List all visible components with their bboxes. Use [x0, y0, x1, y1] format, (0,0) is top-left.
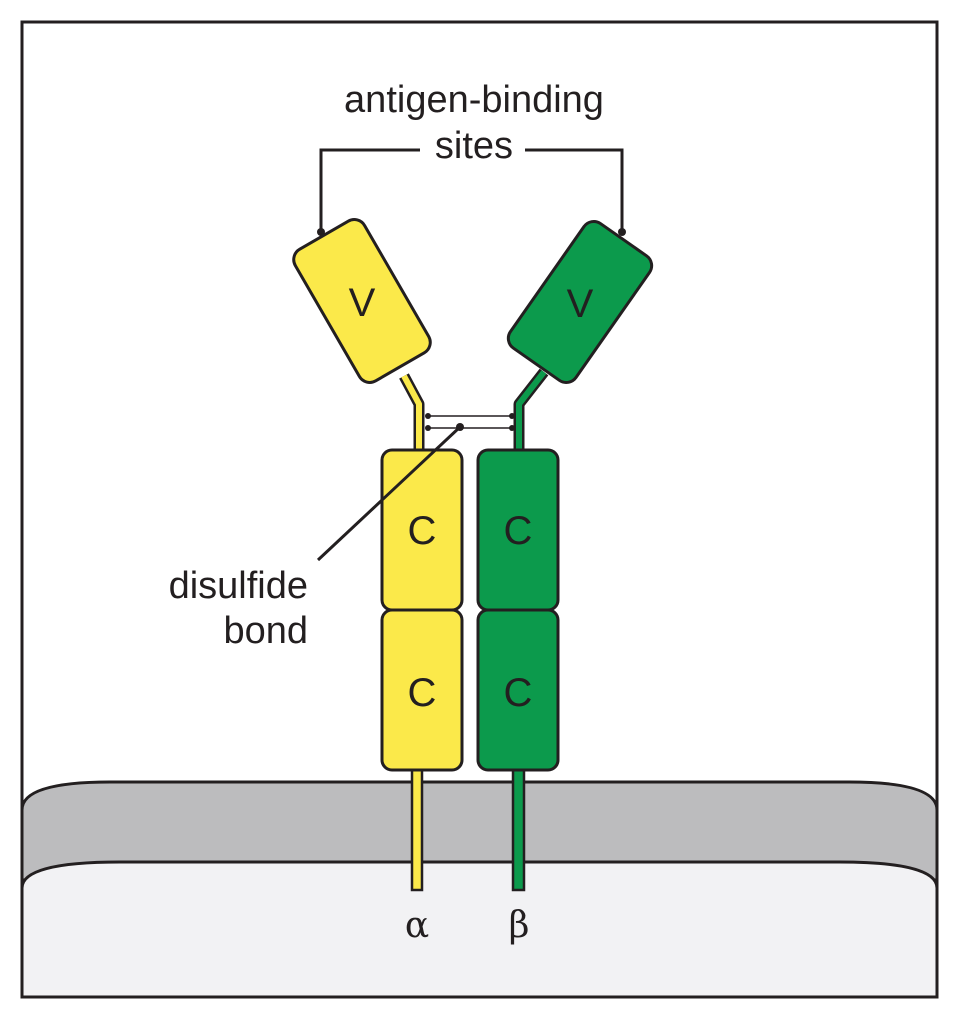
disulfide-dot	[425, 413, 431, 419]
disulfide-leader-line	[316, 425, 462, 562]
antigen-binding-bracket	[319, 148, 624, 232]
alpha-c2-domain	[380, 608, 464, 772]
frame-border	[20, 20, 939, 999]
antigen-binding-label-line1: antigen-binding	[344, 79, 604, 121]
cytoplasm	[20, 860, 939, 999]
disulfide-dot	[509, 425, 515, 431]
beta-c2-domain	[476, 608, 560, 772]
beta-transmembrane-tail	[511, 764, 526, 892]
beta-hinge	[516, 370, 547, 454]
beta-c2-label: C	[504, 671, 533, 715]
disulfide-dot	[509, 413, 515, 419]
alpha-v-domain	[292, 218, 432, 384]
alpha-v-label: V	[349, 281, 376, 325]
beta-v-label: V	[567, 282, 594, 326]
alpha-c1-label: C	[408, 509, 437, 553]
disulfide-label-line2: bond	[223, 610, 308, 652]
alpha-chain-label: α	[405, 905, 429, 946]
beta-c1-label: C	[504, 509, 533, 553]
antigen-binding-label-line2: sites	[435, 125, 513, 167]
beta-chain-label: β	[509, 905, 530, 946]
disulfide-label-line1: disulfide	[169, 565, 308, 607]
alpha-c2-label: C	[408, 671, 437, 715]
alpha-transmembrane-tail	[410, 764, 424, 892]
alpha-hinge	[401, 374, 422, 454]
disulfide-dot	[425, 425, 431, 431]
antigen-site-dot-beta	[618, 228, 626, 236]
antigen-site-dot-alpha	[317, 228, 325, 236]
beta-v-domain	[506, 220, 654, 384]
